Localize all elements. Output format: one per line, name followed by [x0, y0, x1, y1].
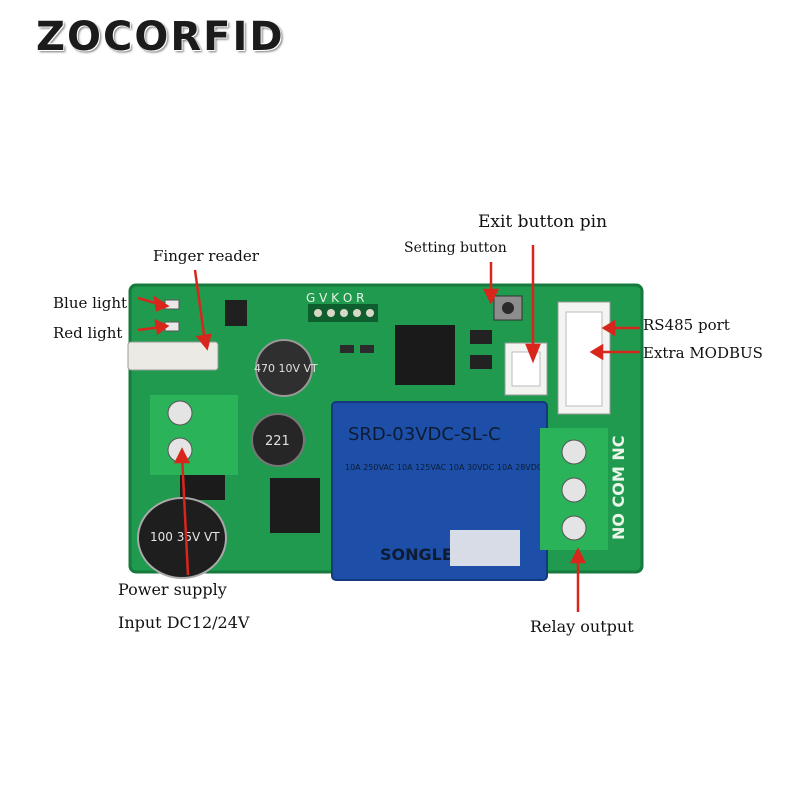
- smd-component: [270, 478, 320, 533]
- label-finger-reader: Finger reader: [153, 247, 259, 265]
- capacitor-small: [255, 339, 313, 397]
- label-exit-button-pin: Exit button pin: [478, 212, 608, 232]
- terminal-screw: [561, 439, 587, 465]
- relay-spec: 10A 250VAC 10A 125VAC 10A 30VDC 10A 28VD…: [345, 463, 543, 472]
- arrow-power-supply: [180, 454, 190, 576]
- arrow-head: [154, 318, 170, 336]
- inductor-label: 221: [265, 434, 290, 449]
- arrow-head: [601, 319, 616, 337]
- label-input-dc: Input DC12/24V: [118, 613, 250, 632]
- setting-button-cap: [502, 302, 514, 314]
- header-pin: [314, 309, 322, 317]
- header-pin: [327, 309, 335, 317]
- inductor: [251, 413, 305, 467]
- capacitor-small-label: 470 10V VT: [254, 362, 318, 375]
- arrow-finger-reader: [193, 269, 207, 343]
- ic-chip: [395, 325, 455, 385]
- brand-logo: ZOCORFID: [36, 14, 285, 60]
- arrow-head: [153, 295, 170, 312]
- relay-model: SRD-03VDC-SL-C: [348, 424, 501, 445]
- arrow-head: [569, 547, 587, 564]
- arrow-head: [195, 333, 212, 351]
- blue-led: [164, 299, 180, 310]
- smd-component: [340, 345, 354, 353]
- finger-reader-connector: [127, 341, 219, 371]
- label-power-supply: Power supply: [118, 580, 227, 599]
- label-extra-modbus: Extra MODBUS: [643, 344, 763, 362]
- rs485-socket: [565, 311, 603, 407]
- terminal-screw: [561, 477, 587, 503]
- exit-button-socket: [511, 351, 541, 387]
- relay-logo: [450, 530, 520, 566]
- header-pin: [366, 309, 374, 317]
- arrow-head: [482, 288, 500, 305]
- terminal-screw: [561, 515, 587, 541]
- header-pin: [340, 309, 348, 317]
- label-red-light: Red light: [53, 324, 123, 342]
- terminal-screw: [167, 400, 193, 426]
- label-rs485-port: RS485 port: [643, 316, 730, 334]
- label-setting-button: Setting button: [404, 240, 507, 256]
- smd-component: [470, 330, 492, 344]
- arrow-head: [589, 343, 604, 361]
- terminal-silkscreen: NO COM NC: [609, 435, 628, 540]
- arrow-head: [173, 447, 191, 464]
- smd-component: [470, 355, 492, 369]
- label-blue-light: Blue light: [53, 294, 128, 312]
- arrow-head: [525, 343, 541, 364]
- header-silkscreen: G V K O R: [306, 291, 364, 305]
- capacitor-large: [137, 497, 227, 579]
- smd-component: [225, 300, 247, 326]
- smd-component: [360, 345, 374, 353]
- relay-brand: SONGLE: [380, 545, 453, 564]
- label-relay-output: Relay output: [530, 617, 634, 636]
- header-pin: [353, 309, 361, 317]
- power-terminal-block: [150, 395, 238, 475]
